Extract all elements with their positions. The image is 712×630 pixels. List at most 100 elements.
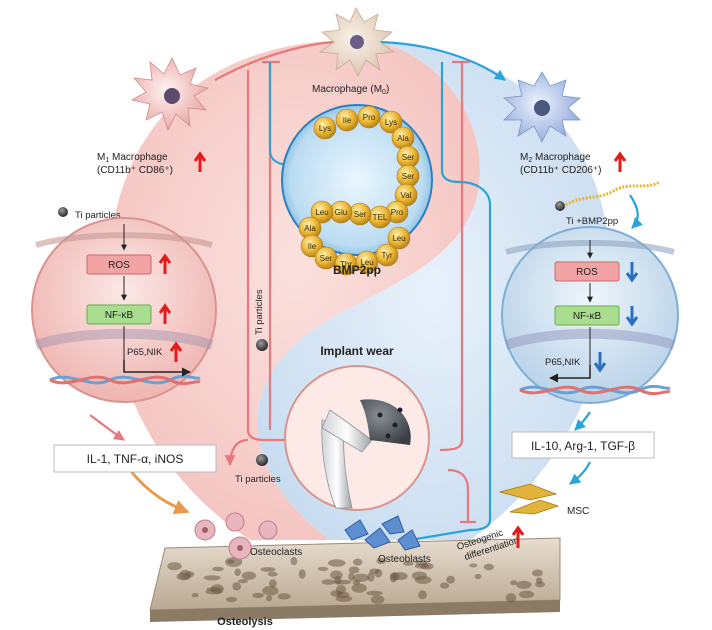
osteoblasts-cluster <box>344 515 421 551</box>
peptide-bead <box>335 108 359 132</box>
peptide-residue-label: Ser <box>320 254 333 263</box>
peptide-residue-label: Leu <box>360 258 373 267</box>
m1-markers: (CD11b⁺ CD86⁺) <box>97 165 173 176</box>
peptide-bead <box>355 250 379 274</box>
bone-pore <box>418 590 427 600</box>
ti-particle-vertical <box>256 339 268 351</box>
peptide-residue-label: Tyr <box>381 251 392 260</box>
bone-pore <box>352 573 370 582</box>
bone-pore <box>370 595 385 605</box>
left-ros-label: ROS <box>108 260 130 271</box>
bone-pore <box>317 566 329 572</box>
right-ros-box <box>554 261 620 282</box>
right-nfkb-box <box>554 305 620 326</box>
m2-label: M2 Macrophage <box>520 152 591 164</box>
bone-pore <box>167 562 182 571</box>
ti-particle-left <box>58 207 68 217</box>
bone-pores <box>167 556 545 605</box>
peptide-residue-label: Ile <box>308 242 317 251</box>
bone-pore <box>227 559 235 564</box>
peptide-residue-label: Ile <box>343 116 352 125</box>
bone-pore <box>269 579 277 588</box>
bone-base <box>149 537 561 622</box>
left-ros-up-arrow <box>158 253 172 274</box>
left-nfkb-up-arrow <box>158 303 172 324</box>
right-cytokine-arrow <box>574 411 591 431</box>
bone-pore <box>376 557 387 565</box>
peptide-residue-label: Leu <box>315 208 328 217</box>
macrophage-m0-cell <box>318 7 396 77</box>
bone-pore <box>212 566 224 572</box>
ti-particles-bottom-label: Ti particles <box>235 474 281 485</box>
right-p65-label: P65,NIK <box>545 357 581 368</box>
ti-particle-right <box>555 201 565 211</box>
bone-pore <box>535 581 545 588</box>
bone-pore <box>440 582 450 589</box>
bone-pore <box>403 561 414 566</box>
peptide-bead <box>375 243 399 267</box>
pink-line-top <box>214 40 341 81</box>
bone-pore <box>321 579 336 585</box>
bone-pore <box>516 580 532 589</box>
msc-label: MSC <box>567 506 589 517</box>
osteogenic-up-arrow <box>511 525 525 548</box>
osteoclasts-cluster <box>194 512 278 560</box>
macrophage-m1-cell <box>130 57 210 132</box>
msc-cell <box>498 483 560 515</box>
right-ros-label: ROS <box>576 267 598 278</box>
left-p65-up-arrow <box>169 341 183 362</box>
bone-pore <box>474 573 482 580</box>
peptide-residue-label: Ser <box>402 172 415 181</box>
bone-pore <box>191 593 199 598</box>
pathway-lines <box>89 40 643 546</box>
right-nfkb-label: NF-κB <box>573 311 602 322</box>
bone-pore <box>389 572 397 583</box>
bone-pore <box>252 592 264 599</box>
hip-implant-lens <box>284 365 430 511</box>
left-p65-label: P65,NIK <box>127 347 163 358</box>
peptide-residue-label: Pro <box>391 208 404 217</box>
left-nfkb-label: NF-κB <box>105 310 134 321</box>
peptide-residue-label: Pro <box>363 113 376 122</box>
m2-up-arrow <box>613 151 627 172</box>
left-to-osteoclast-arrow <box>128 469 190 515</box>
left-cytokine-box <box>53 444 217 473</box>
bone-pore <box>505 593 517 603</box>
m2-markers: (CD11b⁺ CD206⁺) <box>520 165 602 176</box>
implant-wear-label: Implant wear <box>320 344 394 358</box>
peptide-bead <box>387 226 411 250</box>
peptide-residue-label: Leu <box>392 234 405 243</box>
left-signaling-lens: ROS NF-κB P65,NIK <box>31 217 217 403</box>
bone-pore <box>469 563 478 568</box>
peptide-residue-label: Thr <box>340 260 352 269</box>
m0-label: Macrophage (M0) <box>312 84 389 96</box>
m2-to-lens-arrow <box>629 194 643 229</box>
right-signaling-lens: ROS NF-κB P65,NIK <box>501 226 679 404</box>
peptide-residue-label: Ala <box>304 224 316 233</box>
osteoclasts-label: Osteoclasts <box>250 547 302 558</box>
osteolysis-label: Osteolysis <box>217 616 273 628</box>
right-p65-down-arrow <box>593 352 607 373</box>
bone-pore <box>179 569 191 580</box>
peptide-residue-label: TEL <box>373 213 388 222</box>
bone-pore <box>335 595 353 602</box>
bone-pore <box>238 579 248 584</box>
bone-pore <box>298 569 306 579</box>
bone-pore <box>353 558 363 566</box>
bone-pore <box>232 582 242 591</box>
peptide-residue-label: Val <box>401 191 412 200</box>
peptide-residue-label: Glu <box>335 208 347 217</box>
peptide-bead <box>313 116 337 140</box>
peptide-residue-label: Ser <box>402 153 415 162</box>
right-to-msc-arrow <box>569 461 591 485</box>
bone-pore <box>267 571 278 577</box>
right-blue-line <box>396 62 492 546</box>
peptide-bead <box>310 200 334 224</box>
peptide-residue-label: Lys <box>319 124 331 133</box>
right-pink-line <box>439 60 470 452</box>
bmp2pp-strand <box>565 180 661 207</box>
